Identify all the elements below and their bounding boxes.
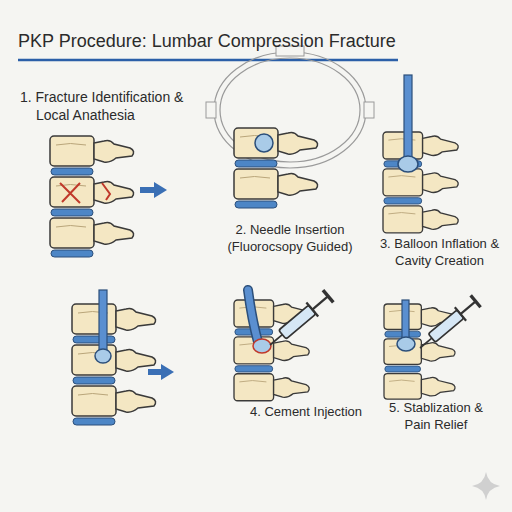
title-underline xyxy=(18,59,398,62)
step-label: 4. Cement Injection xyxy=(236,404,376,421)
cannula xyxy=(248,290,258,342)
cement xyxy=(397,337,415,351)
cement xyxy=(253,339,271,353)
step-label: 2. Needle Insertion (Fluorocsopy Guided) xyxy=(215,222,365,256)
needle-insertion-spine xyxy=(234,128,318,208)
cavity xyxy=(95,349,111,363)
cannula xyxy=(402,300,409,340)
step-label: 3. Balloon Inflation & Cavity Creation xyxy=(372,236,507,270)
cannula-spine xyxy=(72,304,156,425)
balloon xyxy=(398,156,418,172)
cannula xyxy=(99,290,107,352)
balloon-spine xyxy=(383,132,458,233)
flow-arrow xyxy=(148,364,174,380)
cannula xyxy=(248,290,258,342)
diagram-title: PKP Procedure: Lumbar Compression Fractu… xyxy=(18,30,396,53)
flow-arrow xyxy=(140,182,167,198)
syringe xyxy=(414,295,481,355)
c-arm-fluoroscope xyxy=(206,46,374,168)
step-label: 5. Stablization & Pain Relief xyxy=(380,400,492,434)
sparkle-mark xyxy=(472,472,500,500)
fractured-spine xyxy=(50,136,134,257)
step-label: 1. Fracture Identification & Local Anath… xyxy=(20,88,206,124)
cannula xyxy=(404,75,412,165)
stabilized-spine xyxy=(384,304,455,399)
syringe xyxy=(264,289,334,352)
